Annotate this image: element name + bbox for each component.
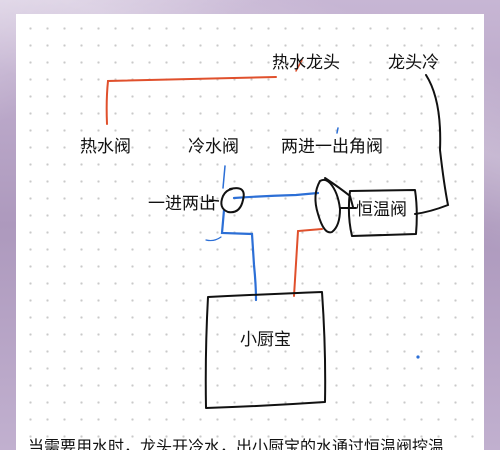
- angle-valve-label: 两进一出角阀: [281, 137, 383, 157]
- hot-valve-label: 热水阀: [80, 137, 131, 157]
- cold-valve-pointer: [222, 165, 226, 189]
- faucet-cold-label: 龙头冷: [388, 53, 439, 73]
- caption-text: 当需要用水时，龙头开冷水，出小厨宝的水通过恒温阀控温: [28, 437, 445, 450]
- water-heater-label: 小厨宝: [240, 330, 291, 350]
- thermo-valve-label: 恒温阀: [356, 200, 407, 220]
- cold-to-angle-valve-line: [232, 191, 320, 200]
- blue-dot: [416, 355, 420, 359]
- dotted-paper: [16, 14, 484, 450]
- splitter-stub: [208, 199, 220, 202]
- blue-stub: [205, 236, 222, 242]
- angle-valve-pointer: [336, 127, 339, 134]
- cold-faucet-line: [414, 74, 450, 215]
- splitter-label: 一进两出: [148, 194, 216, 214]
- water-heater-box: [204, 291, 327, 409]
- hot-faucet-label: 热水龙头: [272, 53, 340, 73]
- angle-valve-body: [314, 178, 341, 234]
- hot-supply-line: [105, 76, 277, 125]
- cold-to-heater-line: [220, 208, 258, 302]
- hot-outlet-line: [293, 228, 323, 297]
- thermo-valve-box: [347, 189, 418, 237]
- cold-valve-label: 冷水阀: [188, 137, 239, 157]
- splitter-ring: [220, 187, 245, 214]
- hot-faucet-tick: [295, 59, 303, 72]
